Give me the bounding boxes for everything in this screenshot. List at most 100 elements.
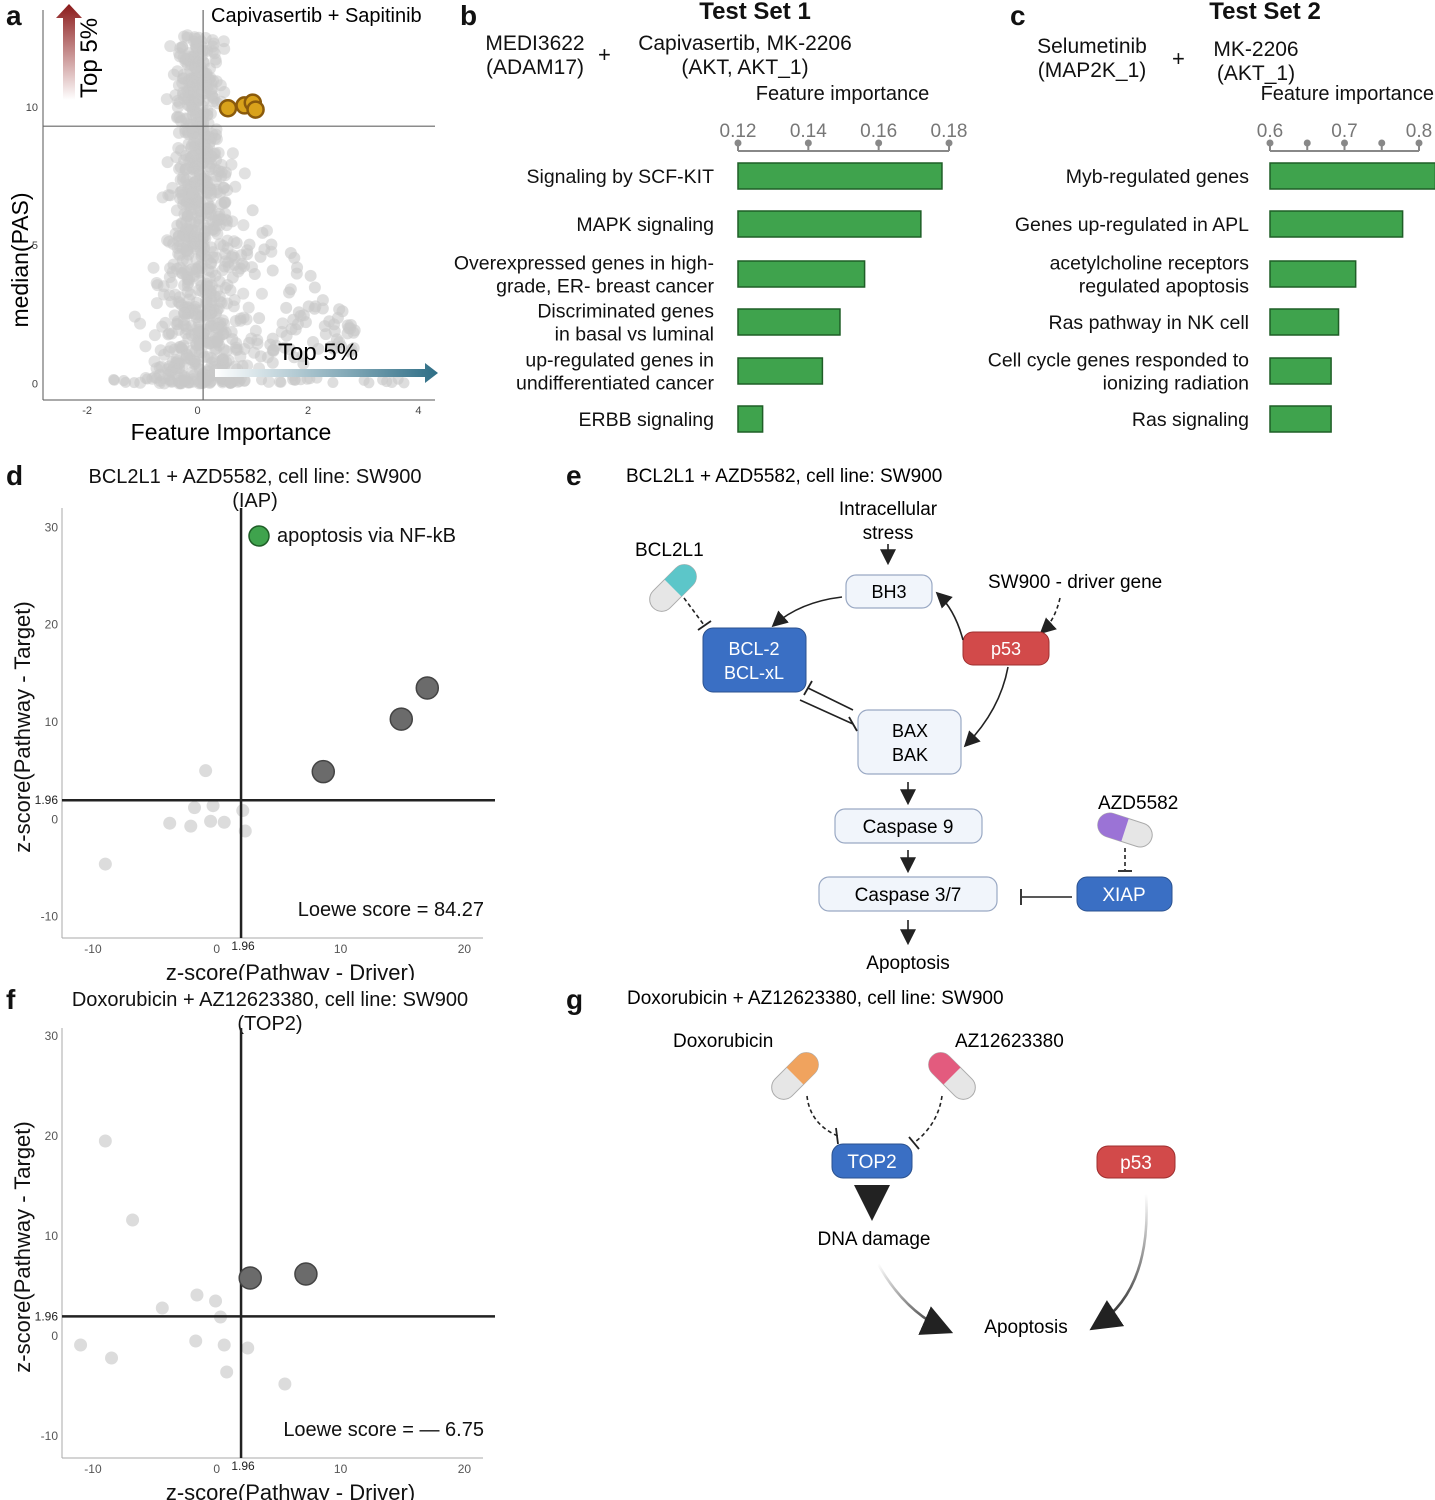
panel-letter-b: b bbox=[460, 0, 478, 31]
light-point bbox=[209, 1294, 223, 1308]
a-cloud-point bbox=[241, 359, 254, 372]
axis-tick-dot bbox=[875, 139, 883, 147]
light-point bbox=[155, 1301, 169, 1315]
e-bcl2-inhibits-bax bbox=[799, 699, 854, 725]
e-casp9-box bbox=[834, 808, 983, 844]
e-bcl2-line2: BCL-xL bbox=[724, 663, 784, 683]
e-stress-line1: Intracellular bbox=[839, 499, 938, 520]
g-apoptosis-label: Apoptosis bbox=[984, 1317, 1067, 1338]
e-bcl2l1-inhibit-bar bbox=[697, 620, 712, 631]
a-title: Capivasertib + Sapitinib bbox=[211, 5, 422, 27]
e-apoptosis-label: Apoptosis bbox=[866, 953, 949, 974]
a-cloud-point bbox=[253, 312, 266, 325]
y-tick-label: 20 bbox=[45, 618, 59, 632]
category-label-line: Discriminated genes bbox=[537, 301, 714, 323]
a-cloud-point bbox=[200, 68, 213, 81]
light-point bbox=[217, 815, 231, 829]
a-cloud-point bbox=[198, 141, 211, 154]
highlight-point bbox=[389, 707, 414, 731]
a-cloud-point bbox=[333, 303, 346, 316]
a-cloud-point bbox=[183, 293, 196, 306]
e-bax-box bbox=[857, 709, 962, 775]
category-label-line: Signaling by SCF-KIT bbox=[527, 166, 715, 188]
a-highlight-point bbox=[246, 100, 265, 119]
category-label: Overexpressed genes in high-grade, ER- b… bbox=[454, 253, 715, 298]
a-cloud-point bbox=[266, 332, 279, 345]
a-cloud-point bbox=[280, 301, 293, 314]
y-tick-label: -10 bbox=[41, 910, 59, 924]
c-plus: + bbox=[1172, 46, 1185, 71]
x-tick-label: 0 bbox=[213, 942, 220, 956]
a-cloud-point bbox=[204, 187, 217, 200]
category-label-line: Myb-regulated genes bbox=[1066, 166, 1249, 188]
a-cloud-point bbox=[172, 126, 185, 139]
g-doxo-label: Doxorubicin bbox=[673, 1031, 773, 1052]
x-tick-label: 0 bbox=[213, 1462, 220, 1476]
g-p53-to-apoptosis-arrow bbox=[1089, 1193, 1148, 1331]
x-tick-label: 10 bbox=[334, 1462, 348, 1476]
y-axis-label: z-score(Pathway - Target) bbox=[10, 601, 35, 852]
category-label-line: Ras signaling bbox=[1132, 409, 1249, 431]
a-cloud-point bbox=[308, 281, 321, 294]
category-label: Signaling by SCF-KIT bbox=[527, 166, 715, 188]
light-point bbox=[199, 764, 213, 778]
a-cloud-point bbox=[199, 31, 212, 44]
a-cloud-point bbox=[139, 340, 152, 353]
bar bbox=[1269, 260, 1357, 288]
a-y-tick-label: 5 bbox=[32, 240, 38, 252]
category-label-line: acetylcholine receptors bbox=[1050, 253, 1250, 275]
a-cloud-point bbox=[189, 32, 202, 45]
a-cloud-point bbox=[208, 47, 221, 60]
a-up-arrow-label: Top 5% bbox=[76, 18, 103, 98]
a-cloud-point bbox=[242, 301, 255, 314]
a-cloud-point bbox=[266, 264, 279, 277]
e-sw900-arrow bbox=[1039, 597, 1061, 635]
g-dna-label: DNA damage bbox=[817, 1229, 930, 1250]
light-point bbox=[187, 801, 201, 815]
g-p53-label: p53 bbox=[1120, 1153, 1152, 1174]
e-p53-to-bh3-arrow bbox=[935, 591, 964, 641]
a-cloud-point bbox=[208, 148, 221, 161]
a-cloud-point bbox=[288, 351, 301, 364]
x-tick-label: 20 bbox=[458, 942, 472, 956]
e-bh3-label: BH3 bbox=[871, 582, 906, 602]
light-point bbox=[220, 1365, 234, 1379]
category-label-line: Genes up-regulated in APL bbox=[1015, 214, 1249, 236]
a-cloud-point bbox=[186, 150, 199, 163]
a-cloud-point bbox=[185, 263, 198, 276]
axis-tick-dot bbox=[734, 139, 742, 147]
light-point bbox=[241, 1341, 255, 1355]
y-tick-label: 0 bbox=[51, 812, 58, 826]
f-title: Doxorubicin + AZ12623380, cell line: SW9… bbox=[71, 989, 469, 1035]
a-y-tick-label: 0 bbox=[32, 378, 38, 390]
a-cloud-point bbox=[181, 244, 194, 257]
a-cloud-point bbox=[290, 267, 303, 280]
e-casp9-label: Caspase 9 bbox=[863, 817, 954, 838]
a-cloud-point bbox=[248, 268, 261, 281]
g-top2-label: TOP2 bbox=[847, 1152, 896, 1173]
axis-tick-dot bbox=[1266, 139, 1274, 147]
bar bbox=[1269, 357, 1332, 385]
y-tick-label: 30 bbox=[45, 520, 59, 534]
a-cloud-point bbox=[189, 176, 202, 189]
panel-letter-d: d bbox=[6, 460, 24, 491]
axis-tick-dot bbox=[804, 139, 812, 147]
x-tick-label: -10 bbox=[84, 942, 102, 956]
a-cloud-point bbox=[205, 279, 218, 292]
e-xiap-label: XIAP bbox=[1102, 885, 1145, 906]
panel-letter-c: c bbox=[1010, 0, 1026, 31]
e-p53-box bbox=[962, 631, 1050, 666]
category-label-line: Ras pathway in NK cell bbox=[1048, 312, 1249, 334]
c-drug2: MK-2206 (AKT_1) bbox=[1213, 38, 1299, 85]
a-cloud-point bbox=[165, 341, 178, 354]
a-cloud-point bbox=[189, 345, 202, 358]
a-cloud-point bbox=[150, 297, 163, 310]
bar bbox=[1269, 308, 1340, 336]
a-cloud-point bbox=[256, 226, 269, 239]
a-cloud-point bbox=[218, 196, 231, 209]
